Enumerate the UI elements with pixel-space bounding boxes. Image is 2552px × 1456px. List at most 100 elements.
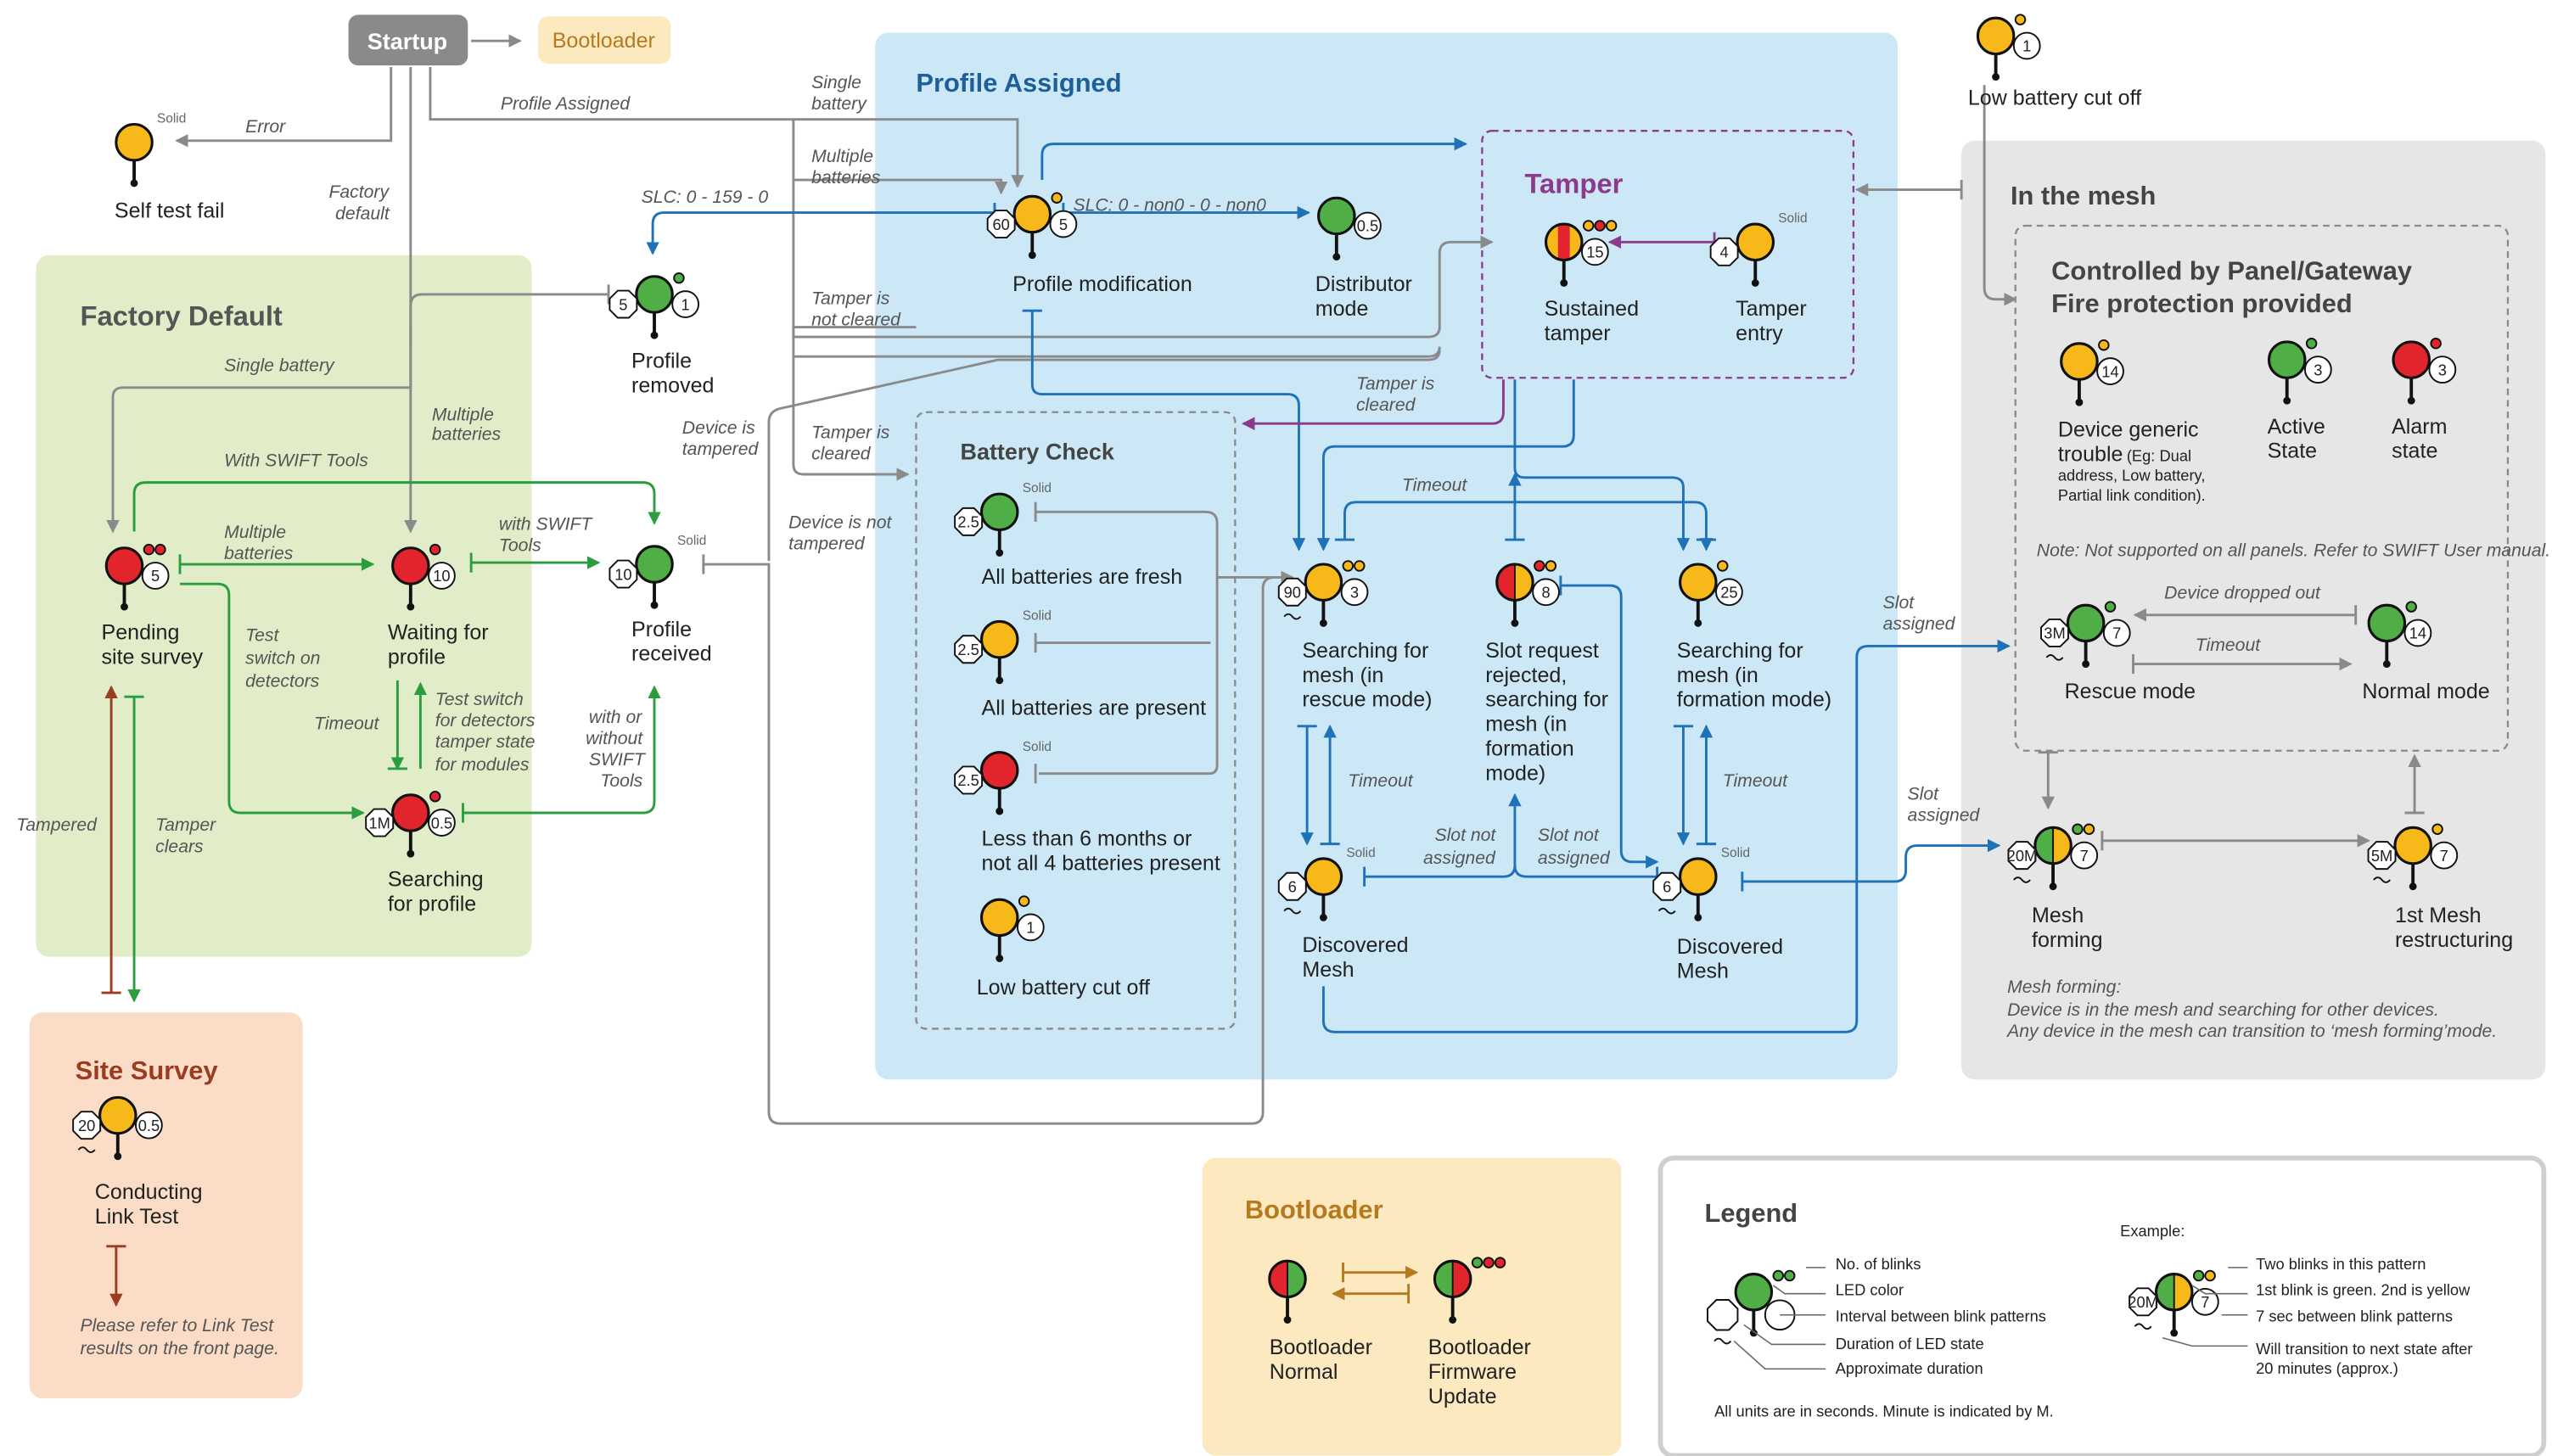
edge-searching-received bbox=[463, 685, 661, 815]
bc-cutoff-node-interval-label: 1 bbox=[1026, 919, 1035, 937]
label-single-battery: Single battery bbox=[224, 356, 335, 376]
legend-ex-item-3: 7 sec between blink patterns bbox=[2256, 1307, 2453, 1324]
edge-disc2-slot-assigned bbox=[1742, 838, 2001, 883]
rejected-node-led-left bbox=[1496, 564, 1515, 601]
edge-tamper-not-cleared bbox=[792, 235, 1494, 339]
forming-name-1: Mesh bbox=[2032, 904, 2084, 927]
entry-node-duration bbox=[1709, 237, 1739, 266]
edge-device-tampered bbox=[767, 350, 1441, 562]
legend-duration-marker bbox=[1707, 1299, 1739, 1331]
present-name: All batteries are present bbox=[982, 696, 1207, 720]
low-node-duration-label: 2.5 bbox=[957, 771, 979, 789]
label-slot-not-assigned-4: assigned bbox=[1538, 848, 1611, 868]
legend-approx-mark bbox=[1713, 1337, 1732, 1345]
pending-node-interval bbox=[141, 562, 170, 590]
rescue-name-2: mesh (in bbox=[1302, 664, 1383, 687]
legend-ex-item-2: 1st blink is green. 2nd is yellow bbox=[2256, 1281, 2471, 1299]
conducting-node-led bbox=[98, 1095, 137, 1135]
disc1-node-solid-label: Solid bbox=[1346, 846, 1375, 860]
generic-name-2b: (Eg: Dual bbox=[2127, 447, 2191, 465]
entry-node-duration-label: 4 bbox=[1720, 244, 1729, 261]
legend-ex-node-interval-label: 7 bbox=[2201, 1293, 2209, 1311]
disc2-node-duration bbox=[1652, 871, 1682, 901]
boot-update-node-blink-dot-0 bbox=[1471, 1257, 1484, 1268]
legend-node-blink-dot-1 bbox=[1784, 1269, 1796, 1282]
label-test-switch-mod-1: Test switch bbox=[435, 690, 524, 709]
distributor-node-led bbox=[1317, 196, 1356, 236]
formation-node: 25 bbox=[1679, 560, 1743, 627]
site-survey-title: Site Survey bbox=[76, 1056, 218, 1085]
edge-pending-searching bbox=[180, 582, 365, 820]
mod-name: Profile modification bbox=[1012, 272, 1192, 296]
alarm-name-1: Alarm bbox=[2392, 415, 2447, 439]
label-test-switch-mod-2: for detectors bbox=[435, 711, 536, 731]
bootloader-title: Bootloader bbox=[1245, 1195, 1383, 1224]
alarm-node-interval bbox=[2428, 356, 2457, 384]
legend-example: Example: bbox=[2120, 1222, 2185, 1240]
legend-node-blink-dot-0 bbox=[1772, 1269, 1785, 1282]
label-factory-default-2: default bbox=[335, 204, 390, 223]
label-tamper-not-cleared-2: not cleared bbox=[811, 311, 901, 330]
legend-ex-node-stem-dot bbox=[2170, 1329, 2179, 1337]
sustained-node-blink-dot-0 bbox=[1582, 220, 1595, 232]
formation-name-2: mesh (in bbox=[1677, 664, 1758, 687]
edges-blue bbox=[646, 137, 2011, 1033]
restructure-node-duration bbox=[2367, 841, 2397, 871]
profile-removed-node-stem-dot bbox=[650, 331, 659, 339]
edge-tamper-to-rescue bbox=[1316, 379, 1575, 552]
edge-tamper-cleared-battery bbox=[1242, 379, 1505, 430]
rejected-name-5: formation bbox=[1485, 737, 1573, 761]
conducting-name-2: Link Test bbox=[95, 1205, 178, 1229]
distributor-node: 0.5 bbox=[1317, 196, 1382, 261]
self-test-node-led bbox=[115, 122, 154, 162]
label-slot-assigned-3: Slot bbox=[1908, 785, 1940, 804]
waiting-node-led bbox=[391, 546, 430, 585]
label-tamper-cleared-4: cleared bbox=[1356, 395, 1416, 415]
startup-label: Startup bbox=[367, 29, 447, 54]
modification-node-led bbox=[1012, 194, 1052, 234]
battery-check-title: Battery Check bbox=[960, 440, 1114, 465]
label-test-switch-mod-3: tamper state bbox=[435, 732, 536, 752]
profile-removed-node-interval-label: 1 bbox=[681, 295, 690, 313]
generic-node-interval bbox=[2096, 357, 2124, 385]
edge-mod-to-tamper bbox=[1040, 137, 1468, 181]
label-with-swift-2: Tools bbox=[499, 536, 541, 556]
bc-cutoff-name: Low battery cut off bbox=[977, 976, 1150, 1000]
boot-normal-name-1: Bootloader bbox=[1270, 1336, 1372, 1359]
label-with-or-without-1: with or bbox=[589, 708, 642, 727]
low-node-stem-dot bbox=[996, 807, 1004, 815]
edge-disc2-slot-rejected bbox=[1513, 865, 1657, 878]
edge-bc-fresh bbox=[1035, 510, 1219, 776]
label-device-not-tampered-2: tampered bbox=[788, 535, 866, 554]
rejected-node-interval bbox=[1532, 578, 1560, 607]
active-node-blink-dot-0 bbox=[2305, 338, 2318, 350]
alarm-node-led bbox=[2392, 340, 2431, 379]
legend-ex-node-led-right bbox=[2173, 1274, 2192, 1310]
rescue-node-interval-label: 3 bbox=[1350, 584, 1359, 602]
generic-name-4: Partial link condition). bbox=[2058, 486, 2206, 504]
boot-update-node-led-left bbox=[1434, 1261, 1453, 1297]
sustained-node-led bbox=[1545, 222, 1584, 262]
fresh-name: All batteries are fresh bbox=[982, 565, 1183, 589]
rescue-name-3: rescue mode) bbox=[1302, 688, 1432, 712]
legend-title: Legend bbox=[1705, 1198, 1798, 1228]
disc2-node-stem-dot bbox=[1694, 913, 1702, 921]
legend-ex-node-interval bbox=[2190, 1287, 2219, 1316]
active-name-1: Active bbox=[2268, 415, 2325, 439]
disc2-name-1: Discovered bbox=[1677, 935, 1783, 959]
mesh-normal-node-interval-label: 14 bbox=[2409, 624, 2426, 642]
sustained-node: 15 bbox=[1545, 220, 1618, 287]
tamper-region bbox=[1481, 130, 1855, 379]
rescue-node-stem-dot bbox=[1319, 619, 1327, 627]
edge-mod-slc1 bbox=[646, 211, 995, 255]
modification-node-stem-dot bbox=[1028, 251, 1036, 260]
mesh-rescue-node-duration-label: 3M bbox=[2044, 624, 2065, 642]
legend-generic-markers bbox=[1707, 1299, 1796, 1345]
sustained-node-led-stripe-1 bbox=[1557, 224, 1570, 260]
restructure-node-blink-dot-0 bbox=[2431, 823, 2443, 836]
